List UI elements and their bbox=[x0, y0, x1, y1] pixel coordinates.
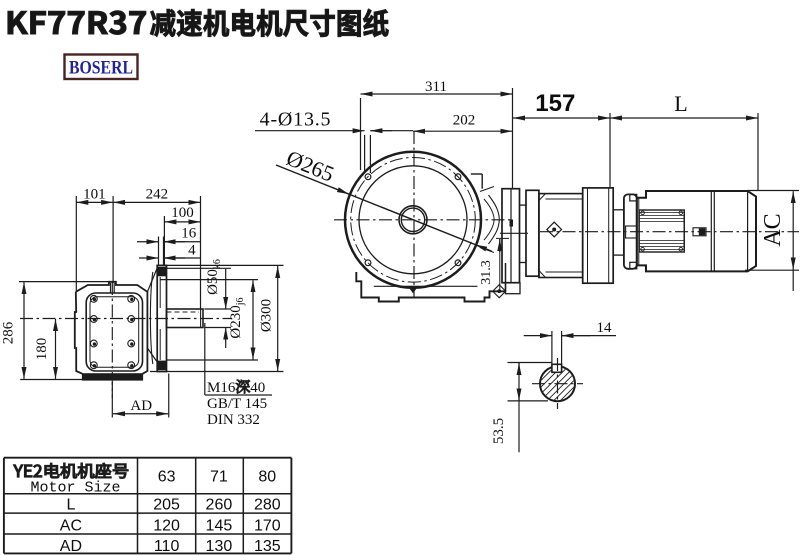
svg-text:180: 180 bbox=[34, 338, 50, 361]
svg-text:135: 135 bbox=[254, 538, 281, 555]
svg-text:205: 205 bbox=[153, 497, 180, 514]
svg-text:202: 202 bbox=[453, 113, 476, 129]
svg-text:71: 71 bbox=[210, 469, 228, 486]
svg-text:242: 242 bbox=[146, 187, 169, 203]
svg-text:AC: AC bbox=[760, 213, 786, 246]
svg-text:145: 145 bbox=[206, 517, 233, 534]
svg-text:280: 280 bbox=[254, 497, 281, 514]
svg-text:80: 80 bbox=[258, 469, 276, 486]
svg-text:4-Ø13.5: 4-Ø13.5 bbox=[260, 109, 332, 131]
svg-text:311: 311 bbox=[425, 79, 447, 95]
svg-text:GB/T 145: GB/T 145 bbox=[207, 396, 267, 412]
svg-text:L: L bbox=[674, 91, 687, 116]
svg-text:AD: AD bbox=[130, 398, 152, 414]
svg-text:14: 14 bbox=[597, 320, 613, 336]
svg-text:AD: AD bbox=[60, 538, 82, 555]
svg-text:120: 120 bbox=[153, 517, 180, 534]
svg-text:260: 260 bbox=[206, 497, 233, 514]
svg-text:L: L bbox=[66, 497, 75, 514]
svg-text:157: 157 bbox=[535, 90, 575, 117]
svg-text:110: 110 bbox=[154, 538, 180, 555]
svg-text:53.5: 53.5 bbox=[491, 418, 507, 444]
svg-text:AC: AC bbox=[60, 517, 82, 534]
svg-text:4: 4 bbox=[188, 242, 196, 258]
svg-text:130: 130 bbox=[206, 538, 233, 555]
svg-text:40: 40 bbox=[250, 380, 265, 396]
svg-text:Ø300: Ø300 bbox=[259, 299, 275, 332]
svg-text:DIN 332: DIN 332 bbox=[207, 412, 260, 428]
svg-text:100: 100 bbox=[171, 205, 194, 221]
svg-text:63: 63 bbox=[158, 469, 176, 486]
svg-text:101: 101 bbox=[83, 187, 106, 203]
svg-text:M16: M16 bbox=[207, 380, 236, 396]
svg-text:16: 16 bbox=[181, 226, 197, 242]
svg-text:31.3: 31.3 bbox=[479, 260, 494, 285]
svg-text:286: 286 bbox=[1, 321, 17, 344]
svg-text:170: 170 bbox=[254, 517, 281, 534]
svg-text:BOSERL: BOSERL bbox=[69, 58, 133, 79]
svg-text:Motor Size: Motor Size bbox=[30, 479, 120, 496]
svg-text:Ø230j6: Ø230j6 bbox=[228, 297, 246, 338]
